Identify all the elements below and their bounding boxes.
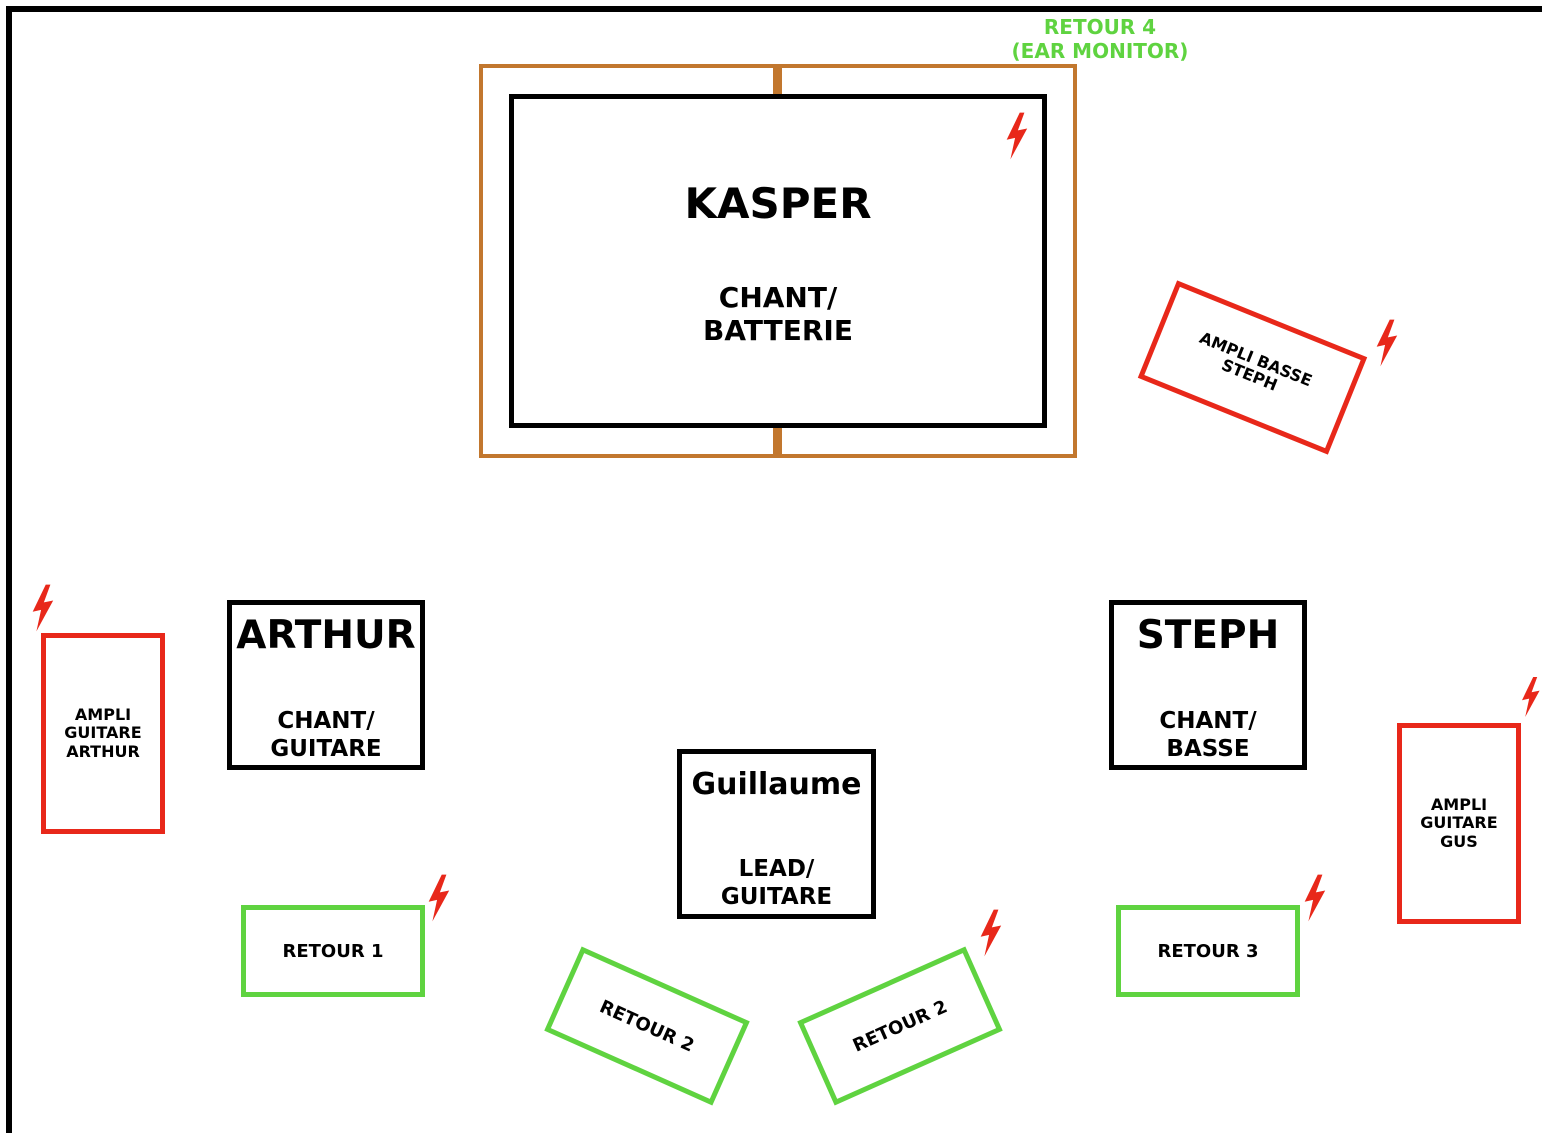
riser-tick-bottom: [773, 428, 782, 458]
musician-name: STEPH: [1136, 613, 1280, 658]
amp-label-line2: GUITARE: [1420, 813, 1498, 833]
musician-kasper: KASPER CHANT/ BATTERIE: [509, 94, 1047, 428]
retour-label: RETOUR 2: [849, 995, 951, 1057]
musician-steph: STEPH CHANT/ BASSE: [1109, 600, 1307, 770]
musician-arthur: ARTHUR CHANT/ GUITARE: [227, 600, 425, 770]
musician-role-line1: CHANT/: [718, 281, 838, 314]
riser-tick-top: [773, 64, 782, 94]
retour-label: RETOUR 2: [596, 995, 698, 1057]
amp-guitare-gus: AMPLI GUITARE GUS: [1397, 723, 1521, 924]
musician-name: Guillaume: [691, 767, 862, 802]
musician-role-line2: GUITARE: [720, 884, 833, 910]
musician-role-line2: BATTERIE: [703, 314, 853, 347]
musician-role-line1: LEAD/: [738, 856, 815, 882]
amp-label-line3: ARTHUR: [66, 741, 140, 761]
amp-label-line1: AMPLI: [1430, 794, 1488, 814]
musician-name: KASPER: [684, 179, 872, 228]
musician-role-line1: CHANT/: [277, 708, 375, 734]
retour-1: RETOUR 1: [241, 905, 425, 997]
retour-label: RETOUR 1: [282, 940, 384, 962]
retour-label: RETOUR 3: [1157, 940, 1259, 962]
lightning-bolt-icon: [424, 873, 452, 923]
lightning-bolt-icon: [1002, 111, 1030, 161]
musician-role-line2: GUITARE: [270, 736, 382, 762]
retour-3: RETOUR 3: [1116, 905, 1300, 997]
musician-role-line2: BASSE: [1166, 736, 1250, 762]
lightning-bolt-icon: [1300, 873, 1328, 923]
lightning-bolt-icon: [976, 908, 1004, 958]
lightning-bolt-icon: [1518, 672, 1542, 722]
lightning-bolt-icon: [28, 583, 56, 633]
retour-4-label: RETOUR 4 (EAR MONITOR): [1000, 15, 1200, 63]
retour-4-line2: (EAR MONITOR): [1011, 39, 1189, 63]
amp-label-line3: GUS: [1440, 831, 1478, 851]
lightning-bolt-icon: [1372, 318, 1400, 368]
amp-guitare-arthur: AMPLI GUITARE ARTHUR: [41, 633, 165, 834]
retour-4-line1: RETOUR 4: [1043, 15, 1157, 39]
stage-outline: [6, 6, 1542, 1133]
musician-role-line1: CHANT/: [1159, 708, 1257, 734]
amp-label-line2: GUITARE: [64, 723, 142, 743]
amp-label-line1: AMPLI: [74, 704, 132, 724]
musician-name: ARTHUR: [236, 613, 416, 658]
musician-guillaume: Guillaume LEAD/ GUITARE: [677, 749, 876, 919]
